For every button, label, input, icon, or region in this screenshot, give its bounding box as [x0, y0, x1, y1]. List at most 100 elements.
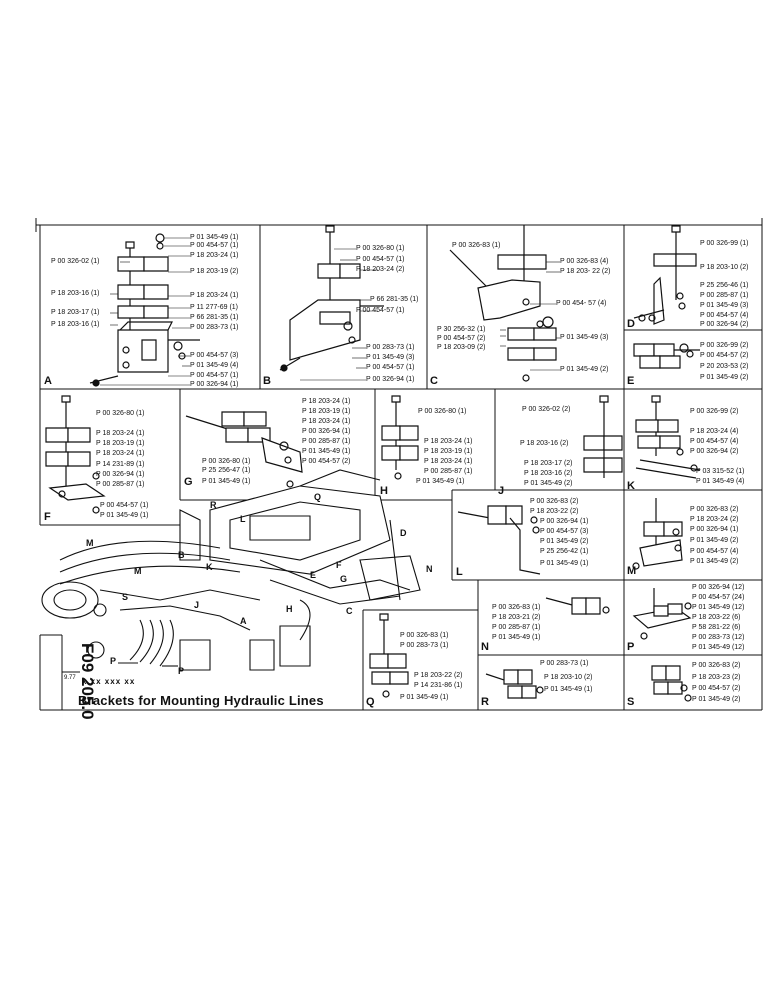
part-label: P 00 326-94 (1) [302, 428, 351, 435]
part-label: P 00 326-80 (1) [356, 245, 405, 252]
callout-letter: D [400, 528, 407, 538]
part-label: P 00 454-57 (2) [302, 458, 351, 465]
part-label: P 00 454-57 (3) [190, 352, 239, 359]
part-label: P 30 256-32 (1) [437, 326, 486, 333]
part-label: P 18 203-24 (1) [424, 458, 473, 465]
panel-letter: R [481, 696, 489, 708]
part-label: P 18 203-16 (2) [520, 440, 569, 447]
part-label: P 00 326-94 (1) [190, 381, 239, 388]
part-label: P 00 283-73 (1) [400, 642, 449, 649]
callout-letter: J [194, 600, 200, 610]
part-label: P 01 345-49 (2) [540, 538, 589, 545]
callout-letter: P [110, 656, 117, 666]
part-label: P 00 454-57 (2) [700, 352, 749, 359]
part-label: P 00 454-57 (1) [190, 372, 239, 379]
part-label: P 01 345-49 (4) [696, 478, 745, 485]
part-label: P 00 326-83 (4) [560, 258, 609, 265]
part-label: P 00 326-99 (2) [700, 342, 749, 349]
part-label: P 00 454-57 (4) [700, 312, 749, 319]
part-label: P 00 326-83 (1) [400, 632, 449, 639]
part-label: P 01 345-49 (2) [524, 480, 573, 487]
part-label: P 14 231-86 (1) [414, 682, 463, 689]
part-label: P 11 277-69 (1) [190, 304, 238, 311]
part-label: P 01 345-49 (12) [692, 604, 745, 611]
part-label: P 00 326-94 (2) [700, 321, 749, 328]
part-label: P 00 283-73 (1) [190, 324, 239, 331]
part-label: P 66 281-35 (1) [190, 314, 239, 321]
part-label: P 18 203-24 (2) [356, 266, 405, 273]
panel-letter: K [627, 480, 635, 492]
part-label: P 00 454-57 (1) [100, 502, 149, 509]
callout-letter: P [178, 666, 185, 676]
panel-letter: B [263, 375, 271, 387]
part-label: P 01 345-49 (1) [416, 478, 465, 485]
part-label: P 01 345-49 (1) [202, 478, 251, 485]
panel-letter: D [627, 318, 635, 330]
callout-letter: B [178, 550, 185, 560]
part-label: P 18 203-24 (1) [424, 438, 473, 445]
part-label: P 18 203-24 (1) [190, 292, 239, 299]
part-label: P 18 203-16 (1) [51, 290, 100, 297]
part-label: P 25 256-42 (1) [540, 548, 589, 555]
callout-letter: E [310, 570, 317, 580]
part-label: P 00 454-57 (2) [692, 685, 741, 692]
part-label: P 00 326-94 (1) [690, 526, 739, 533]
part-label: P 00 454-57 (4) [690, 438, 739, 445]
part-label: P 00 454-57 (1) [356, 256, 405, 263]
part-label: P 18 203-17 (1) [51, 309, 100, 316]
panel-letter: N [481, 641, 489, 653]
part-label: P 18 203-24 (1) [302, 418, 351, 425]
part-label: P 01 345-49 (2) [560, 366, 609, 373]
part-label: P 01 345-49 (3) [700, 302, 749, 309]
part-label: P 01 345-49 (3) [366, 354, 415, 361]
part-label: P 00 326-83 (2) [690, 506, 739, 513]
part-label: P 00 285-87 (1) [424, 468, 473, 475]
panel-letter: S [627, 696, 635, 708]
part-label: P 01 345-49 (2) [690, 537, 739, 544]
part-label: P 00 283-73 (1) [366, 344, 415, 351]
part-label: P 00 454-57 (1) [356, 307, 405, 314]
panel-letter: E [627, 375, 635, 387]
part-label: P 01 345-49 (12) [692, 644, 745, 651]
part-label: P 00 326-94 (2) [690, 448, 739, 455]
part-label: P 14 231-89 (1) [96, 461, 145, 468]
part-label: P 00 454-57 (1) [366, 364, 415, 371]
part-label: P 00 454-57 (4) [690, 548, 739, 555]
part-label: P 18 203-10 (2) [700, 264, 749, 271]
panel-letter: G [184, 476, 193, 488]
part-label: P 00 454-57 (2) [437, 335, 486, 342]
part-label: P 18 203-19 (1) [96, 440, 145, 447]
callout-letter: S [122, 592, 129, 602]
panel-letter: M [627, 565, 637, 577]
part-label: P 00 326-83 (1) [492, 604, 541, 611]
part-label: P 00 326-02 (1) [51, 258, 100, 265]
part-label: P 01 345-49 (2) [700, 374, 749, 381]
part-label: P 66 281-35 (1) [370, 296, 419, 303]
part-label: P 18 203-17 (2) [524, 460, 573, 467]
part-label: P 00 326-94 (1) [366, 376, 415, 383]
callout-letter: K [206, 562, 213, 572]
part-label: P 00 326-99 (1) [700, 240, 749, 247]
part-label: P 01 345-49 (3) [560, 334, 609, 341]
part-label: P 18 203-19 (2) [190, 268, 239, 275]
callout-letter: L [240, 514, 246, 524]
part-label: P 01 345-49 (2) [692, 696, 741, 703]
part-label: P 00 326-94 (1) [96, 471, 145, 478]
callout-letter: G [340, 574, 348, 584]
revision-marks: x xx xxx xx [82, 677, 136, 686]
callout-letter: N [426, 564, 433, 574]
part-label: P 25 256-46 (1) [700, 282, 749, 289]
part-label: P 18 203-24 (1) [190, 252, 239, 259]
part-label: P 18 203-10 (2) [544, 674, 593, 681]
part-label: P 01 345-49 (4) [190, 362, 239, 369]
part-label: P 00 454-57 (1) [190, 242, 239, 249]
page-title: Brackets for Mounting Hydraulic Lines [78, 693, 324, 708]
part-label: P 18 203-19 (1) [424, 448, 473, 455]
part-label: P 18 203-09 (2) [437, 344, 486, 351]
panel-letter: A [44, 375, 52, 387]
callout-letter: H [286, 604, 293, 614]
part-label: P 01 345-49 (1) [302, 448, 351, 455]
panel-letter: Q [366, 696, 375, 708]
part-label: P 18 203-24 (1) [96, 430, 145, 437]
